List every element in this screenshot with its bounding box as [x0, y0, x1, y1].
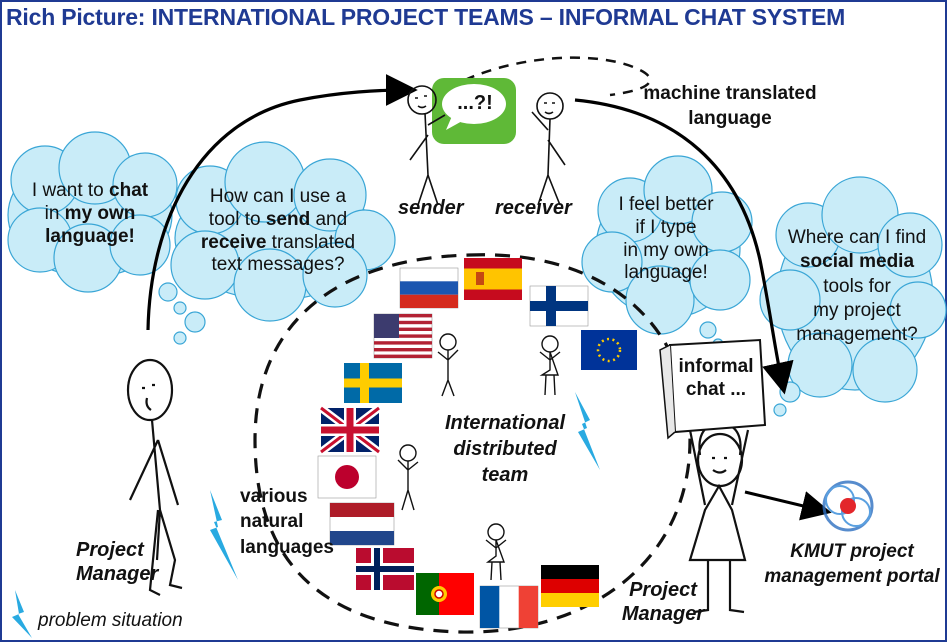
sign-line2: chat ...	[685, 378, 747, 400]
chat-bubble-icon	[432, 78, 516, 144]
cloud-social-line2-bold: social media	[799, 251, 915, 273]
team-boundary-dashed	[253, 253, 692, 634]
lightning-icon-legend	[12, 590, 32, 638]
cloud-feel-line1: I feel better	[618, 194, 714, 215]
flag-sweden-icon	[344, 363, 402, 403]
cloud-feel-text: I feel better if I type in my own langua…	[596, 194, 736, 285]
cloud-question-line4: text messages?	[211, 254, 345, 276]
flag-france-icon	[479, 585, 539, 629]
arrow-pm-to-portal	[744, 490, 832, 521]
pm-right-line1: Project	[629, 579, 697, 601]
cloud-chat-text: I want to chat in my own language!	[20, 180, 160, 248]
page-title: Rich Picture: INTERNATIONAL PROJECT TEAM…	[6, 4, 846, 30]
lightning-icon-languages	[210, 490, 238, 580]
cloud-question-line1: How can I use a	[209, 186, 347, 207]
pm-left-line1: Project	[76, 539, 144, 561]
cloud-question-line2-bold: send	[265, 208, 311, 230]
arrow-pm-to-sender	[146, 74, 418, 331]
sign-line1: informal	[678, 356, 754, 377]
cloud-question-line3-bold: receive	[200, 231, 267, 253]
flag-finland-icon	[529, 285, 589, 327]
flag-spain-icon	[464, 258, 522, 300]
cloud-feel-line3: in my own	[623, 239, 709, 261]
machine-translated-line2: language	[688, 107, 772, 129]
team-member-figure-3	[397, 444, 419, 511]
languages-line2: natural	[240, 511, 304, 533]
legend-problem-situation: problem situation	[38, 610, 183, 631]
languages-line3: languages	[240, 536, 334, 558]
cloud-i-feel-better	[581, 155, 753, 350]
pm-right-line2: Manager	[621, 603, 705, 626]
sender-label: sender	[398, 197, 464, 219]
kmut-portal-icon	[822, 480, 874, 532]
team-label-line3: team	[481, 464, 529, 486]
flag-eu-icon	[581, 330, 637, 370]
cloud-social-text: Where can I find social media tools for …	[772, 226, 942, 348]
cloud-chat-line1-bold: chat	[109, 180, 149, 201]
flag-portugal-icon	[416, 573, 474, 615]
informal-chat-sign	[659, 338, 767, 440]
team-member-figure-2	[539, 335, 561, 396]
cloud-feel-line2: if I type	[635, 216, 697, 238]
receiver-stick-figure	[531, 92, 566, 206]
cloud-question-line2-end: and	[310, 208, 348, 230]
cloud-social-line1: Where can I find	[787, 227, 927, 248]
cloud-chat-line2-bold: my own	[64, 202, 136, 224]
team-label-line1: International	[444, 412, 565, 434]
cloud-question-text: How can I use a tool to send and receive…	[188, 186, 368, 277]
cloud-i-want-to-chat	[7, 131, 187, 315]
flag-usa-icon	[373, 313, 433, 359]
flag-japan-icon	[317, 455, 377, 499]
team-member-figure-1	[437, 333, 459, 397]
kmut-portal-label: KMUT project management portal	[760, 540, 944, 589]
team-label: International distributed team	[430, 410, 580, 488]
cloud-question-line2: tool to	[208, 208, 266, 230]
flag-norway-icon	[356, 548, 414, 590]
machine-translated-line1: machine translated	[643, 83, 817, 104]
team-member-figure-4	[485, 523, 507, 581]
informal-chat-sign-text: informal chat ...	[670, 356, 762, 402]
cloud-social-line4: my project	[813, 299, 901, 321]
team-label-line2: distributed	[453, 438, 557, 460]
cloud-social-line3: tools for	[823, 275, 891, 297]
machine-translated-label: machine translated language	[620, 82, 840, 131]
sender-stick-figure	[407, 85, 446, 206]
project-manager-left-label: Project Manager	[76, 538, 158, 587]
cloud-how-can-i	[170, 141, 396, 345]
chat-bubble-text: ...?!	[457, 92, 493, 114]
cloud-where-can-i-find	[759, 176, 947, 417]
pm-left-line2: Manager	[76, 563, 159, 586]
translation-dashed-link	[464, 56, 652, 97]
portal-line1: KMUT project	[790, 541, 914, 562]
flag-netherlands-icon	[329, 502, 395, 546]
project-manager-right-figure	[688, 421, 750, 614]
cloud-question-line3-end: translated	[266, 231, 356, 253]
languages-label: various natural languages	[240, 484, 334, 560]
portal-line2: management portal	[764, 565, 940, 587]
project-manager-right-label: Project Manager	[618, 578, 708, 627]
cloud-chat-line2: in	[44, 202, 65, 224]
arrow-receiver-to-pm	[574, 98, 794, 395]
cloud-feel-line4: language!	[624, 262, 708, 284]
cloud-social-line5: management?	[796, 324, 918, 346]
cloud-chat-line3-bold: language!	[45, 225, 135, 247]
project-manager-left-figure	[126, 358, 183, 596]
languages-line1: various	[240, 486, 308, 507]
flag-russia-icon	[399, 267, 459, 309]
flag-germany-icon	[541, 565, 599, 607]
flag-uk-icon	[318, 404, 382, 456]
cloud-chat-line1: I want to	[31, 180, 110, 201]
receiver-label: receiver	[495, 197, 572, 219]
